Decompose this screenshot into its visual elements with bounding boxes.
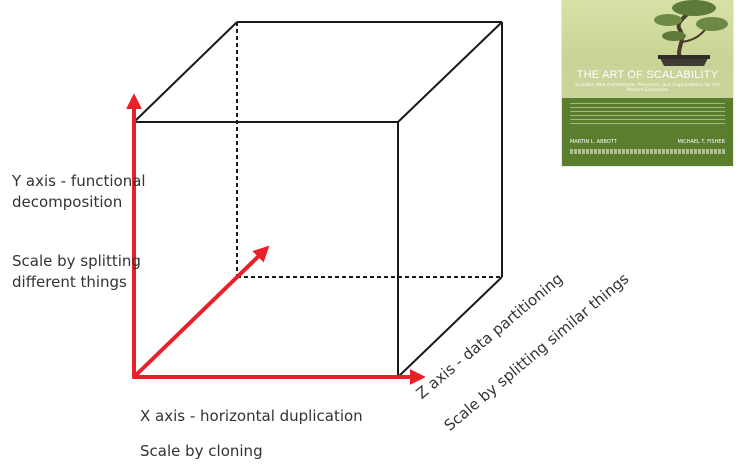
z-axis-arrow [132,245,270,379]
cube-bottom-right-edge [397,276,503,378]
book-cover-art [562,0,733,66]
book-cover: THE ART OF SCALABILITY Scalable Web Arch… [562,0,733,166]
book-author-2: MICHAEL T. FISHER [677,139,725,145]
book-title: THE ART OF SCALABILITY [576,69,719,81]
x-axis-title: X axis - horizontal duplication [140,407,363,425]
y-axis-title: Y axis - functional decomposition [12,172,146,211]
book-blurb-text [570,103,725,127]
book-subtitle: Scalable Web Architecture, Processes, an… [575,83,720,93]
axis-arrows [126,93,426,385]
x-axis-subtitle: Scale by cloning [140,442,263,460]
y-axis-subtitle: Scale by splitting different things [12,252,141,291]
book-author-1: MARTIN L. ABBOTT [570,139,617,145]
book-authors: MARTIN L. ABBOTT MICHAEL T. FISHER [570,139,725,145]
bonsai-tree-image [654,0,728,66]
book-foreword-text [570,149,725,154]
cube-top-left-edge [133,21,238,123]
cube-top-right-edge [397,21,503,123]
